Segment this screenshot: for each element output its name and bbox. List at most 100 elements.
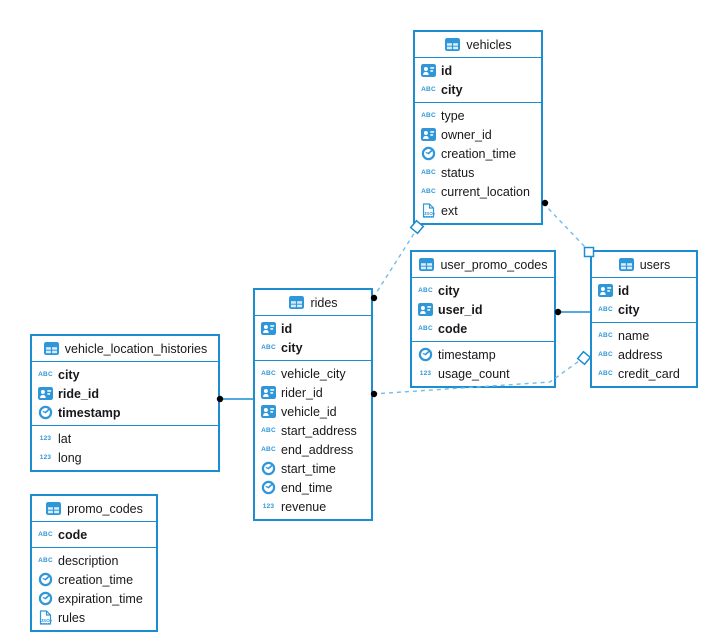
column-name: user_id xyxy=(438,302,483,317)
abc-text-icon: ABC xyxy=(418,287,433,294)
column-row-city[interactable]: ABC city xyxy=(412,281,554,300)
column-row-user_id[interactable]: user_id xyxy=(412,300,554,319)
column-name: lat xyxy=(58,431,72,446)
column-row-start_address[interactable]: ABC start_address xyxy=(255,421,371,440)
column-row-vehicle_id[interactable]: vehicle_id xyxy=(255,402,371,421)
svg-text:JSON: JSON xyxy=(41,618,52,623)
clock-icon xyxy=(260,480,277,495)
id-badge-icon xyxy=(597,284,614,297)
column-name: city xyxy=(438,283,460,298)
table-header: user_promo_codes xyxy=(412,252,554,278)
clock-icon xyxy=(420,146,437,161)
column-name: expiration_time xyxy=(58,591,143,606)
id-badge-icon xyxy=(417,303,434,316)
column-name: code xyxy=(438,321,468,336)
column-name: ext xyxy=(441,203,458,218)
id-badge-icon xyxy=(37,387,54,400)
column-row-timestamp[interactable]: timestamp xyxy=(32,403,218,422)
column-row-end_time[interactable]: end_time xyxy=(255,478,371,497)
column-name: start_address xyxy=(281,423,357,438)
column-name: vehicle_id xyxy=(281,404,337,419)
column-row-lat[interactable]: 123 lat xyxy=(32,429,218,448)
123-number-icon: 123 xyxy=(262,503,275,510)
column-row-code[interactable]: ABC code xyxy=(32,525,156,544)
column-row-id[interactable]: id xyxy=(592,281,696,300)
clock-icon xyxy=(260,461,277,476)
column-row-id[interactable]: id xyxy=(415,61,541,80)
abc-text-icon: ABC xyxy=(598,370,613,377)
column-name: timestamp xyxy=(58,405,121,420)
table-header: vehicle_location_histories xyxy=(32,336,218,362)
abc-text-icon: ABC xyxy=(38,531,53,538)
column-name: city xyxy=(618,302,640,317)
clock-icon xyxy=(417,347,434,362)
abc-text-icon: ABC xyxy=(261,427,276,434)
table-grid-icon xyxy=(45,502,62,515)
123-number-icon: 123 xyxy=(39,435,52,442)
column-row-id[interactable]: id xyxy=(255,319,371,338)
json-document-icon: JSON xyxy=(37,610,54,625)
abc-text-icon: ABC xyxy=(261,344,276,351)
column-name: code xyxy=(58,527,88,542)
column-row-rider_id[interactable]: rider_id xyxy=(255,383,371,402)
column-row-timestamp[interactable]: timestamp xyxy=(412,345,554,364)
table-title: vehicles xyxy=(466,37,512,52)
abc-text-icon: ABC xyxy=(261,446,276,453)
column-name: id xyxy=(618,283,630,298)
abc-text-icon: ABC xyxy=(261,370,276,377)
column-name: ride_id xyxy=(58,386,99,401)
column-row-creation_time[interactable]: creation_time xyxy=(415,144,541,163)
column-name: end_time xyxy=(281,480,333,495)
table-header: users xyxy=(592,252,696,278)
table-header: rides xyxy=(255,290,371,316)
column-name: creation_time xyxy=(58,572,134,587)
clock-icon xyxy=(37,591,54,606)
relation-line-rides-to-vehicles[interactable] xyxy=(372,231,416,299)
column-row-start_time[interactable]: start_time xyxy=(255,459,371,478)
abc-text-icon: ABC xyxy=(38,557,53,564)
column-row-owner_id[interactable]: owner_id xyxy=(415,125,541,144)
column-row-expiration_time[interactable]: expiration_time xyxy=(32,589,156,608)
column-row-creation_time[interactable]: creation_time xyxy=(32,570,156,589)
id-badge-icon xyxy=(420,128,437,141)
column-name: id xyxy=(441,63,453,78)
id-badge-icon xyxy=(260,386,277,399)
pk-section: ABC code xyxy=(32,522,156,548)
table-grid-icon xyxy=(618,258,635,271)
clock-icon xyxy=(37,405,54,420)
column-row-ride_id[interactable]: ride_id xyxy=(32,384,218,403)
relation-line-vehicles-to-users[interactable] xyxy=(542,202,586,248)
